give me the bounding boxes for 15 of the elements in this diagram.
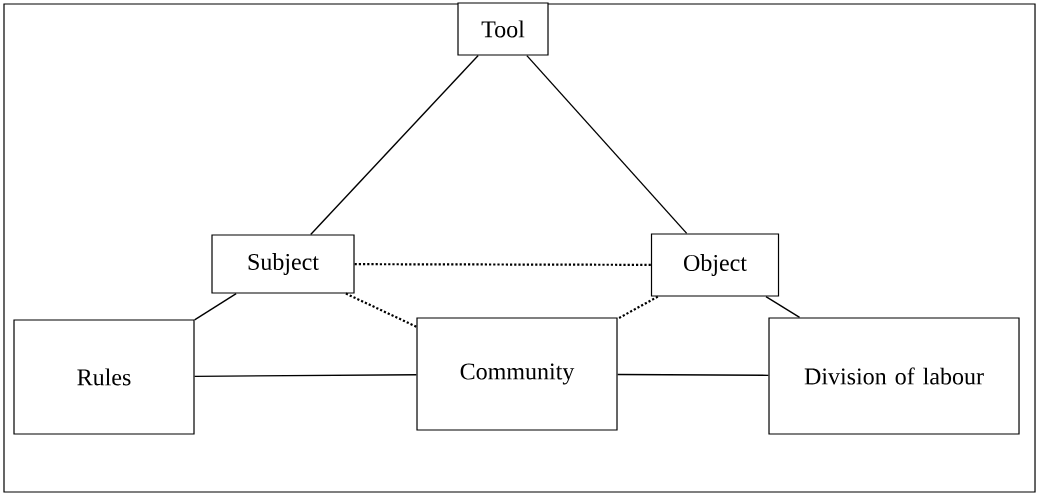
dotted-line [617,295,659,320]
connector-line [310,54,479,236]
connector-line [193,374,418,378]
label-box: Subject [211,234,355,294]
connector-line [616,373,770,377]
dotted-line [345,292,417,328]
label-box: Object [650,233,780,297]
connector-line [765,295,801,319]
dotted-line [354,263,651,266]
connector-line [193,292,237,321]
label-box: Tool [457,2,549,56]
label-box: Community [416,317,618,431]
label-box: Division of labour [768,317,1020,435]
connector-line [526,54,688,235]
label-box: Rules [13,319,195,435]
